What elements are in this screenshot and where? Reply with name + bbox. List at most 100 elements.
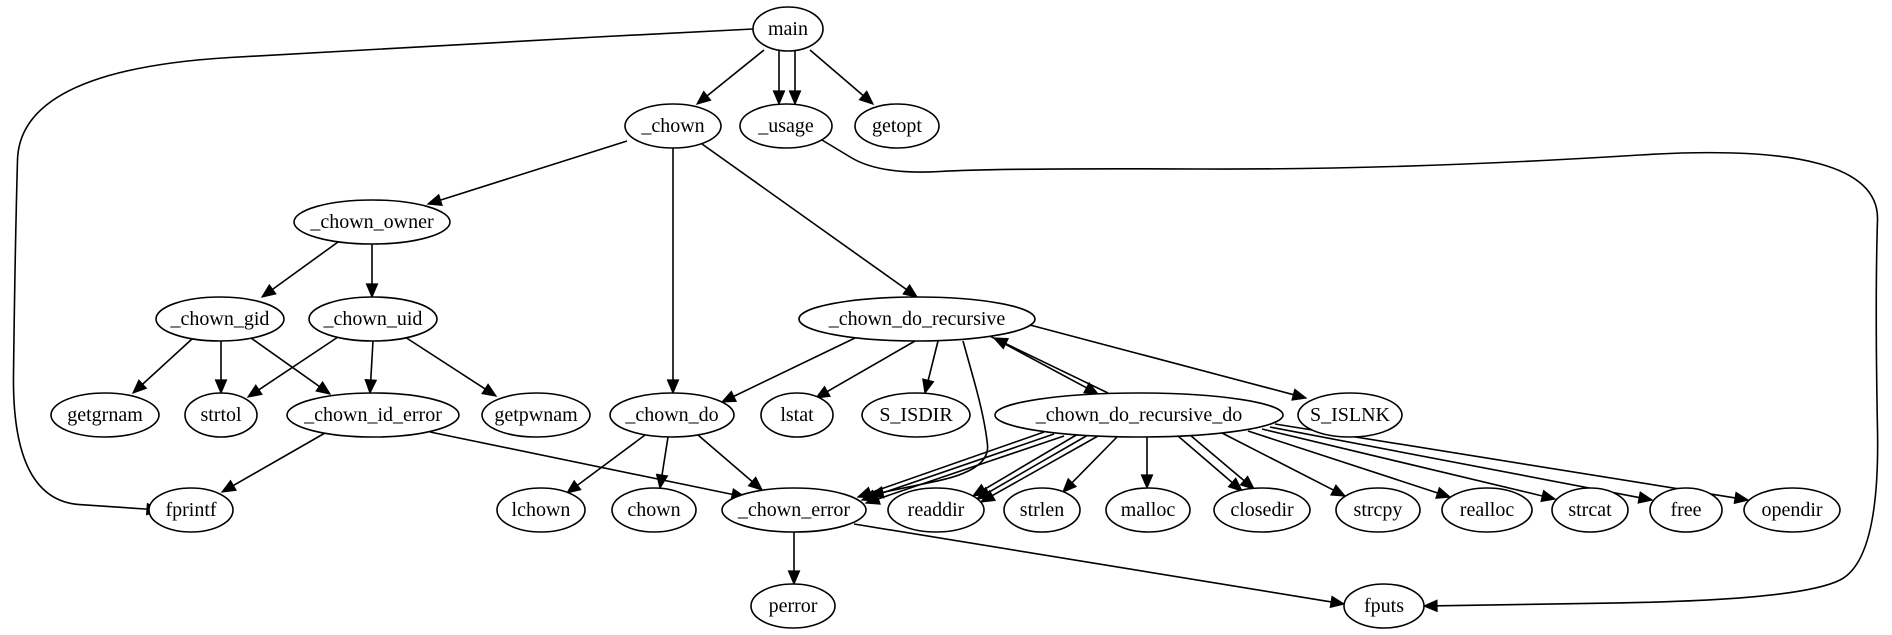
arrowhead	[1227, 477, 1244, 493]
arrowhead	[1140, 474, 1154, 490]
node-realloc: realloc	[1441, 487, 1533, 533]
edge-chown_error-to-fputs	[853, 523, 1346, 609]
arrowhead	[858, 90, 875, 106]
node-label: _chown_owner	[309, 211, 434, 233]
arrowhead	[788, 90, 802, 106]
arrowhead	[365, 283, 379, 299]
node-usage: _usage	[739, 103, 833, 149]
node-label: opendir	[1761, 499, 1822, 521]
edge-chown_do_recursive_do-to-strcat	[1261, 428, 1557, 503]
edge-line	[870, 431, 1045, 494]
node-chown-error: _chown_error	[721, 487, 867, 533]
arrowhead	[1733, 491, 1750, 505]
arrowhead	[260, 283, 277, 298]
edge-line	[1029, 324, 1294, 396]
edge-chown_do_recursive_do-to-readdir	[979, 435, 1099, 503]
node-opendir: opendir	[1743, 487, 1841, 533]
node-S-ISDIR: S_ISDIR	[861, 392, 971, 438]
node-shape	[752, 6, 824, 52]
edge-line	[809, 49, 864, 97]
node-shape	[1649, 487, 1723, 533]
node-label: strtol	[200, 404, 242, 426]
arrowhead	[426, 193, 443, 207]
edge-line	[874, 433, 1055, 497]
arrowhead	[922, 378, 935, 395]
edge-line	[987, 434, 1089, 494]
node-chown-do-recursive: _chown_do_recursive	[798, 296, 1036, 342]
node-shape	[1297, 392, 1403, 438]
edge-line	[661, 436, 669, 476]
edge-usage-to-fputs	[821, 139, 1879, 613]
node-shape	[1213, 487, 1311, 533]
edge-chown_uid-to-getpwnam	[404, 336, 498, 397]
edge-line	[429, 431, 733, 496]
node-shape	[721, 487, 867, 533]
arrowhead	[666, 379, 680, 395]
edge-line	[1261, 428, 1543, 497]
node-label: S_ISDIR	[879, 404, 953, 426]
node-shape	[854, 103, 940, 149]
edge-chown_-to-chown_do_recursive	[701, 143, 919, 298]
node-shape	[624, 103, 722, 149]
node-shape	[496, 487, 586, 533]
edge-chown_uid-to-chown_id_error	[364, 340, 378, 395]
node-label: _chown_uid	[323, 308, 423, 330]
edge-chown_do_recursive_do-to-closedir	[1189, 434, 1256, 490]
arrowhead	[1422, 599, 1438, 613]
edge-chown_owner-to-chown_uid	[365, 244, 379, 299]
edge-chown_do-to-lchown	[565, 434, 646, 494]
arrowhead	[695, 90, 712, 105]
node-label: main	[768, 18, 808, 40]
node-label: readdir	[908, 499, 965, 521]
node-chown-uid: _chown_uid	[308, 296, 438, 342]
node-strtol: strtol	[184, 392, 258, 438]
edge-chown_do_recursive_do-to-free	[1269, 426, 1654, 504]
arrowhead	[720, 390, 738, 403]
edge-chown_do_recursive-to-S_ISDIR	[922, 340, 939, 395]
node-layer: main _chown _usage getopt _chown_owner _chown…	[50, 6, 1841, 629]
arrowhead	[1637, 491, 1654, 504]
edge-chown_gid-to-chown_id_error	[250, 337, 332, 395]
node-strcpy: strcpy	[1335, 487, 1421, 533]
edge-layer	[12, 28, 1879, 613]
node-shape	[293, 199, 451, 245]
node-shape	[184, 392, 258, 438]
node-closedir: closedir	[1213, 487, 1311, 533]
arrowhead	[655, 473, 669, 490]
arrowhead	[364, 379, 378, 395]
arrowhead	[1291, 388, 1308, 401]
edge-chown_-to-chown_owner	[426, 140, 628, 207]
edge-line	[232, 432, 326, 487]
arrowhead	[214, 379, 228, 395]
node-shape	[1551, 487, 1629, 533]
node-shape	[1003, 487, 1081, 533]
node-chown-: _chown	[624, 103, 722, 149]
edge-chown_do_recursive_do-to-strcpy	[1221, 432, 1347, 497]
node-chown-id-error: _chown_id_error	[286, 392, 460, 438]
arrowhead	[814, 385, 831, 399]
arrowhead	[1329, 595, 1346, 609]
node-label: _chown_do	[624, 404, 718, 426]
edge-line	[404, 336, 486, 390]
node-chown-owner: _chown_owner	[293, 199, 451, 245]
edge-chown_do_recursive_do-to-chown_error	[864, 435, 1065, 505]
node-label: getopt	[872, 115, 922, 137]
node-label: _chown	[640, 115, 704, 137]
edge-line	[1189, 434, 1245, 482]
edge-chown_do_recursive_do-to-realloc	[1247, 430, 1452, 499]
node-shape	[798, 296, 1036, 342]
edge-chown_do_recursive_do-to-chown_error	[856, 431, 1045, 499]
edge-line	[369, 340, 374, 381]
node-getgrnam: getgrnam	[50, 392, 160, 438]
node-shape	[739, 103, 833, 149]
edge-line	[991, 435, 1099, 497]
node-strcat: strcat	[1551, 487, 1629, 533]
edge-line	[250, 337, 320, 388]
edge-chown_do_recursive-to-chown_do	[720, 337, 856, 403]
edge-line	[272, 241, 339, 291]
node-chown-gid: _chown_gid	[155, 296, 285, 342]
node-label: getpwnam	[494, 404, 578, 426]
arrowhead	[864, 492, 881, 505]
node-label: malloc	[1121, 499, 1176, 521]
